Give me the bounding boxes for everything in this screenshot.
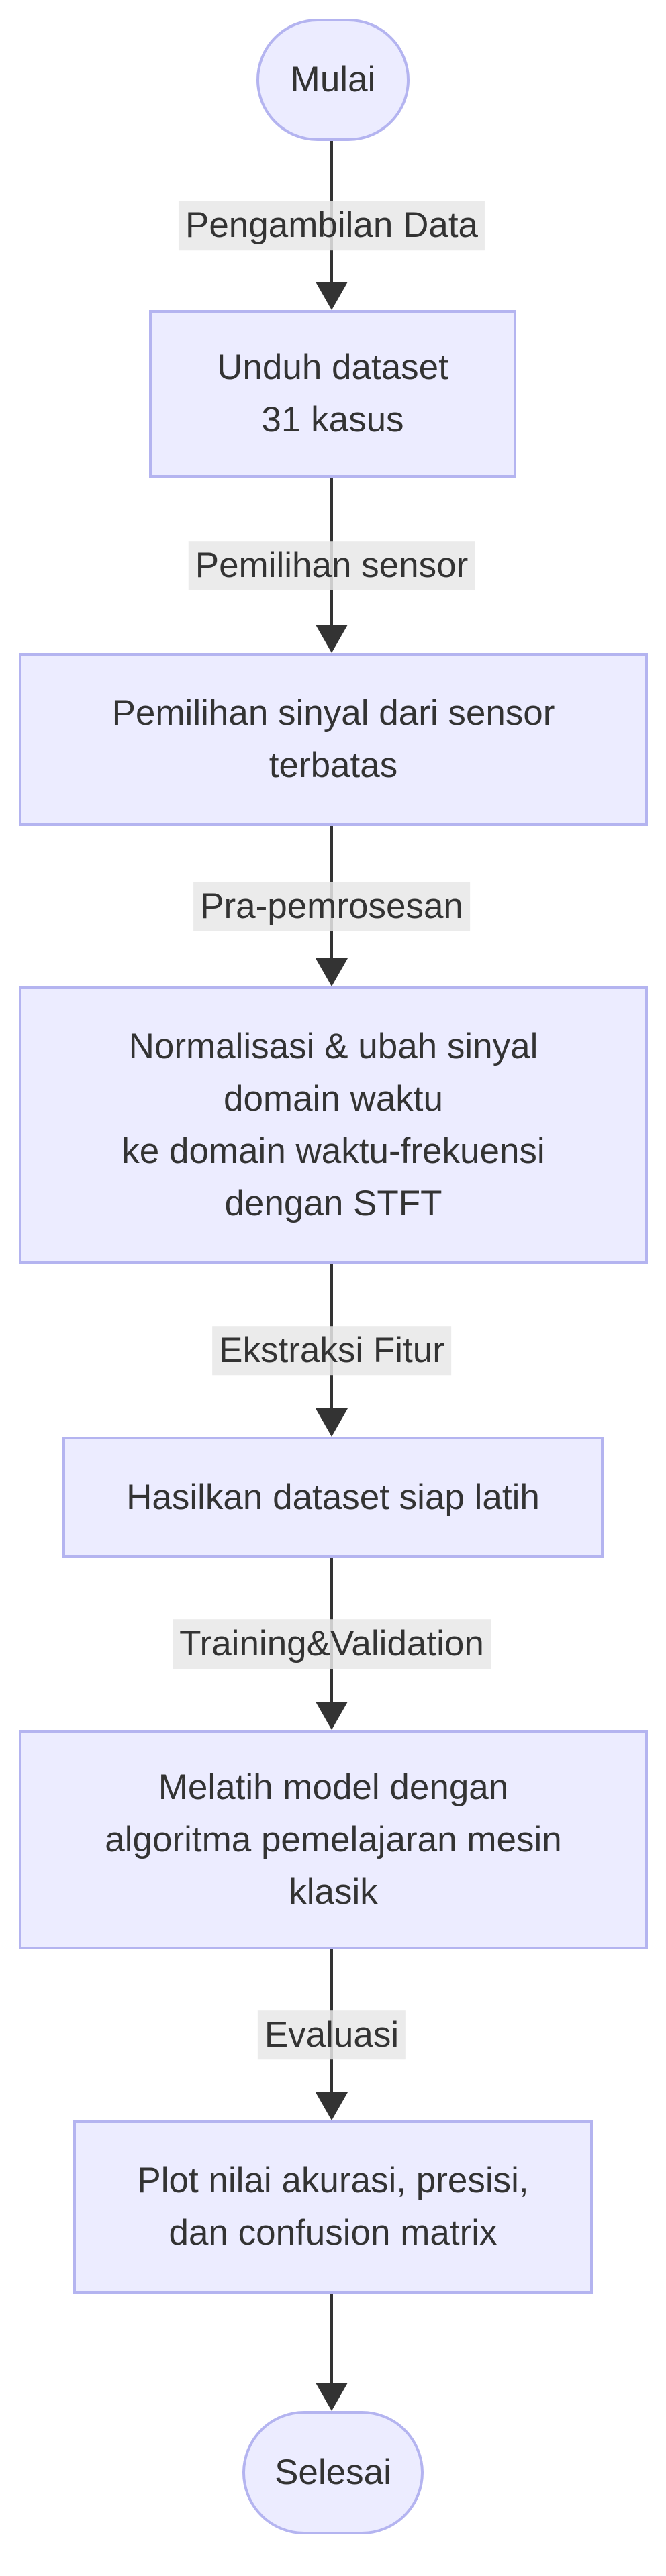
edge-label-training-validation: Training&Validation: [173, 1619, 491, 1669]
edge-pemilihan-praproses: Pra-pemrosesan: [193, 826, 470, 986]
node-plot-evaluasi: Plot nilai akurasi, presisi, dan confusi…: [73, 2120, 593, 2294]
node-pemilihan-sinyal-label: Pemilihan sinyal dari sensor terbatas: [111, 693, 555, 785]
node-hasilkan-dataset: Hasilkan dataset siap latih: [62, 1437, 604, 1558]
node-normalisasi-stft: Normalisasi & ubah sinyal domain waktu k…: [19, 986, 648, 1264]
edge-ekstraksi-training: Training&Validation: [173, 1558, 491, 1730]
edge-label-ekstraksi-fitur: Ekstraksi Fitur: [212, 1325, 451, 1376]
arrowhead-down-icon: [316, 625, 348, 653]
edge-label-evaluasi: Evaluasi: [257, 2010, 406, 2060]
node-hasilkan-dataset-label: Hasilkan dataset siap latih: [126, 1477, 540, 1517]
edge-unduh-pemilihan: Pemilihan sensor: [188, 478, 475, 653]
arrowhead-down-icon: [316, 282, 348, 310]
node-pemilihan-sinyal: Pemilihan sinyal dari sensor terbatas: [19, 653, 648, 826]
node-mulai-label: Mulai: [290, 60, 376, 99]
node-melatih-model-label: Melatih model dengan algoritma pemelajar…: [105, 1767, 562, 1912]
arrowhead-down-icon: [316, 958, 348, 986]
edge-mulai-unduh: Pengambilan Data: [178, 141, 485, 310]
edge-label-pra-pemrosesan: Pra-pemrosesan: [193, 881, 470, 931]
node-normalisasi-stft-label: Normalisasi & ubah sinyal domain waktu k…: [122, 1027, 545, 1223]
edge-label-pengambilan-data: Pengambilan Data: [178, 201, 485, 250]
node-mulai: Mulai: [256, 19, 410, 141]
edge-training-evaluasi: Evaluasi: [257, 1949, 406, 2120]
node-plot-evaluasi-label: Plot nilai akurasi, presisi, dan confusi…: [137, 2161, 529, 2253]
edge-praproses-ekstraksi: Ekstraksi Fitur: [212, 1264, 451, 1437]
node-unduh-dataset: Unduh dataset 31 kasus: [149, 310, 516, 478]
edge-line: [330, 2294, 333, 2387]
node-selesai-label: Selesai: [275, 2453, 391, 2492]
edge-evaluasi-selesai: [316, 2294, 348, 2411]
arrowhead-down-icon: [316, 1408, 348, 1437]
arrowhead-down-icon: [316, 2383, 348, 2411]
node-melatih-model: Melatih model dengan algoritma pemelajar…: [19, 1730, 648, 1949]
node-selesai: Selesai: [242, 2411, 424, 2534]
arrowhead-down-icon: [316, 1702, 348, 1730]
arrowhead-down-icon: [316, 2092, 348, 2120]
edge-label-pemilihan-sensor: Pemilihan sensor: [188, 540, 475, 590]
node-unduh-dataset-label: Unduh dataset 31 kasus: [217, 348, 448, 440]
